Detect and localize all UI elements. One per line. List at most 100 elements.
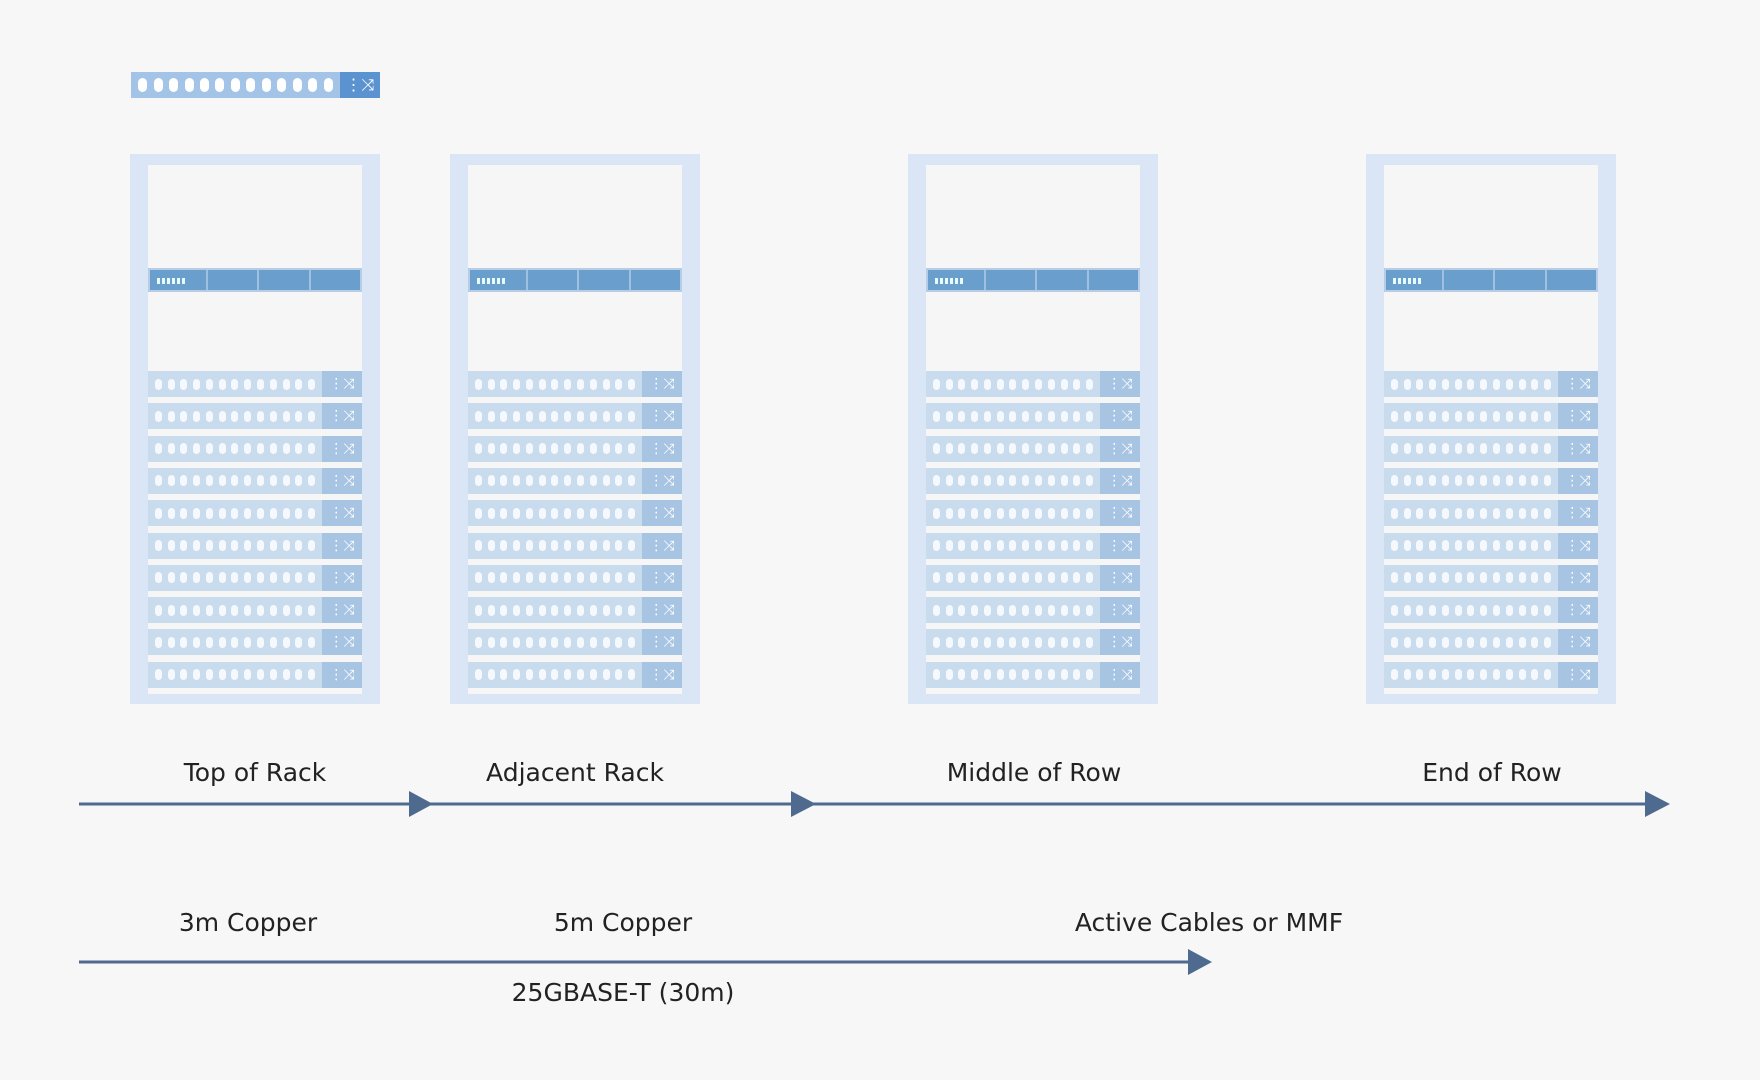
port: [308, 540, 316, 551]
port: [269, 378, 277, 390]
switch-ports: [1384, 403, 1558, 429]
port: [218, 507, 226, 519]
port: [564, 443, 572, 455]
port: [1467, 636, 1475, 648]
port: [1035, 443, 1042, 455]
port: [1390, 378, 1398, 390]
arrowhead: [1188, 949, 1212, 975]
port: [1073, 540, 1081, 551]
switch-module: [986, 270, 1037, 290]
port: [538, 443, 546, 455]
port: [1086, 378, 1094, 390]
server-switch-unit: ⋮⤨: [148, 467, 362, 494]
port: [932, 410, 940, 422]
port: [628, 475, 636, 487]
port: [538, 475, 546, 487]
port: [602, 604, 610, 616]
port: [1493, 572, 1500, 584]
switch-ports: [926, 597, 1100, 623]
port: [1416, 540, 1424, 551]
port: [971, 604, 979, 616]
port: [589, 378, 597, 390]
port: [525, 475, 533, 487]
shuffle-icon: ⋮⤨: [1100, 371, 1140, 397]
port: [1441, 507, 1449, 519]
port: [218, 604, 226, 616]
port: [200, 78, 210, 92]
port: [1429, 540, 1437, 551]
port: [615, 443, 623, 455]
port: [628, 410, 636, 422]
port: [577, 443, 584, 455]
port: [958, 572, 966, 584]
port: [1390, 572, 1398, 584]
port: [180, 475, 188, 487]
label-3m-copper: 3m Copper: [178, 908, 318, 937]
port: [1009, 540, 1017, 551]
shuffle-icon: ⋮⤨: [322, 532, 362, 559]
port: [308, 636, 316, 648]
shuffle-icon: ⋮⤨: [642, 467, 682, 494]
port: [983, 475, 991, 487]
server-switch-unit: ⋮⤨: [468, 661, 682, 688]
port: [231, 378, 239, 390]
port-led: [502, 278, 505, 284]
port: [180, 443, 188, 455]
shuffle-icon: ⋮⤨: [642, 403, 682, 430]
port: [1060, 475, 1068, 487]
port: [1518, 410, 1526, 422]
port: [500, 540, 508, 551]
server-switch-unit: ⋮⤨: [1384, 532, 1598, 559]
rack: ⋮⤨⋮⤨⋮⤨⋮⤨⋮⤨⋮⤨⋮⤨⋮⤨⋮⤨⋮⤨: [1366, 154, 1616, 704]
port: [1518, 378, 1526, 390]
port: [958, 669, 966, 681]
port: [138, 78, 148, 92]
port: [295, 572, 303, 584]
port: [1009, 507, 1017, 519]
port: [1390, 669, 1398, 681]
switch-ports: [1384, 468, 1558, 494]
port: [1531, 443, 1539, 455]
server-switch-unit: ⋮⤨: [148, 564, 362, 591]
port: [1086, 669, 1094, 681]
port: [1531, 572, 1539, 584]
port: [1390, 604, 1398, 616]
port: [1518, 443, 1526, 455]
port: [513, 572, 521, 584]
shuffle-icon: ⋮⤨: [1100, 564, 1140, 591]
server-switch-unit: ⋮⤨: [926, 467, 1140, 494]
port: [1505, 540, 1513, 551]
port: [996, 475, 1004, 487]
port: [487, 475, 495, 487]
port: [1467, 540, 1475, 551]
port: [513, 475, 521, 487]
port: [1505, 410, 1513, 422]
shuffle-icon: ⋮⤨: [642, 532, 682, 559]
port: [295, 669, 303, 681]
port: [487, 443, 495, 455]
port: [1467, 443, 1475, 455]
switch-ports: [926, 500, 1100, 526]
port: [628, 604, 636, 616]
switch-ports: [1384, 533, 1558, 559]
port-led: [182, 278, 185, 284]
port: [1403, 669, 1411, 681]
port: [231, 604, 239, 616]
port: [474, 443, 482, 455]
shuffle-icon: ⋮⤨: [1558, 371, 1598, 397]
port: [1403, 540, 1411, 551]
port: [180, 378, 188, 390]
port: [628, 572, 636, 584]
shuffle-icon: ⋮⤨: [1558, 564, 1598, 591]
port: [1531, 410, 1539, 422]
port: [996, 669, 1004, 681]
port: [205, 604, 213, 616]
arrowhead: [791, 791, 816, 817]
port: [1047, 378, 1055, 390]
port: [1467, 378, 1475, 390]
port: [308, 669, 316, 681]
port: [218, 443, 226, 455]
port: [615, 507, 623, 519]
port: [1073, 604, 1081, 616]
port: [1441, 410, 1449, 422]
